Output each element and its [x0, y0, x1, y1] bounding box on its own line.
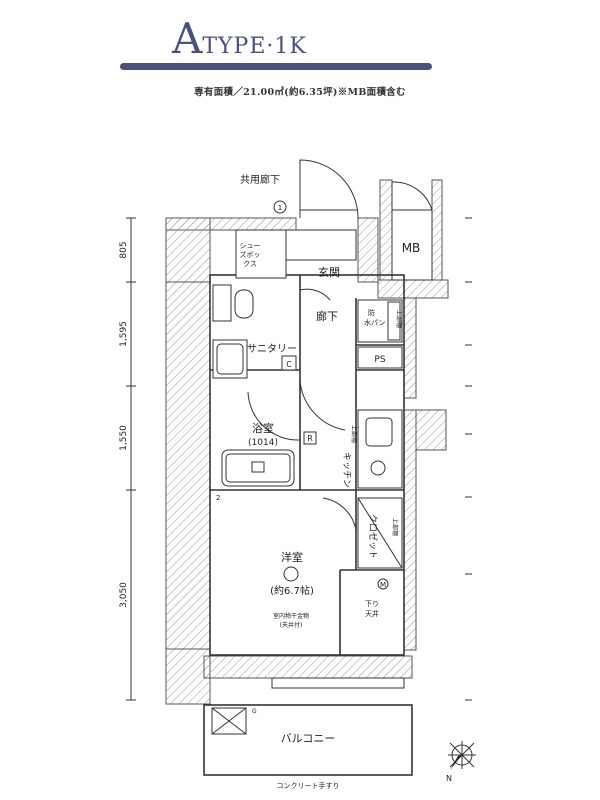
type-letter: A	[172, 14, 203, 63]
kitchen-label: キッチン	[341, 452, 352, 488]
c-box	[281, 355, 297, 371]
ps-label: PS	[374, 355, 385, 365]
dim-1550: 1,550	[119, 425, 129, 451]
north-compass	[448, 741, 476, 770]
drying-label-1: 室内物干金物	[273, 612, 309, 620]
dim-3050: 3,050	[119, 582, 129, 608]
area-note: 専有面積／21.00㎡(約6.35坪)※MB面積含む	[194, 87, 406, 98]
bathtub	[221, 449, 295, 487]
bath-label: 浴室	[252, 421, 274, 435]
toilet	[212, 284, 232, 322]
mb-door	[391, 181, 433, 211]
interior-walls	[209, 274, 405, 656]
bath-size: (1014)	[248, 438, 278, 448]
washer-label-2: 水パン	[364, 318, 385, 327]
shoe-box-label-2: ズボッ	[240, 250, 261, 259]
entrance-label: 玄関	[318, 265, 340, 279]
ceiling-light	[283, 566, 299, 582]
shoe-box	[235, 229, 287, 279]
balcony	[203, 704, 413, 776]
lowered-ceiling-2: 天井	[365, 609, 379, 618]
window-sash	[271, 677, 405, 689]
kitchen-counter	[357, 409, 403, 489]
mark-2: 2	[216, 494, 220, 502]
drying-label-2: (天井付)	[280, 621, 303, 629]
balcony-label: バルコニー	[281, 732, 336, 745]
closet-label: クロゼット	[367, 514, 379, 559]
title-underline	[120, 63, 432, 70]
corridor-label: 共用廊下	[240, 173, 280, 186]
kitchen-upper-shelf: 上部棚	[350, 425, 358, 443]
mark-r: R	[307, 434, 313, 443]
washer-upper-shelf: 上部棚	[395, 310, 403, 328]
railing-label: コンクリート手すり	[277, 781, 340, 790]
type-name: TYPE·1K	[202, 34, 307, 59]
mark-m: M	[380, 581, 386, 589]
hallway-label: 廊下	[316, 309, 338, 323]
dim-805: 805	[119, 241, 129, 258]
right-ticks	[465, 217, 472, 701]
walls	[165, 179, 449, 705]
dimension-line	[126, 217, 136, 701]
sink	[212, 339, 248, 379]
shoe-box-label-3: クス	[243, 260, 257, 268]
western-room-size: (約6.7帖)	[270, 584, 314, 597]
mark-g: G	[252, 708, 257, 715]
north-label: N	[446, 774, 452, 783]
sanitary-label: サニタリー	[247, 343, 297, 355]
closet-upper-shelf: 上部棚	[391, 518, 399, 536]
mark-c: C	[286, 360, 292, 369]
western-room-label: 洋室	[281, 550, 303, 564]
mb-label: MB	[402, 241, 421, 255]
plan-type-title: ATYPE·1K	[172, 14, 307, 63]
mb-box	[391, 209, 433, 281]
bath-door	[247, 391, 301, 441]
front-door	[299, 159, 359, 219]
washer-label-1: 防	[368, 308, 375, 317]
ps-box	[357, 346, 403, 369]
hall-door-arcs	[299, 288, 357, 531]
mark-1-top: 1	[278, 204, 282, 212]
entry-step	[285, 229, 357, 261]
lowered-ceiling-1: 下り	[365, 600, 379, 608]
shoe-box-label-1: シュー	[240, 242, 261, 250]
r-box	[303, 431, 317, 445]
dim-1595: 1,595	[119, 321, 129, 347]
